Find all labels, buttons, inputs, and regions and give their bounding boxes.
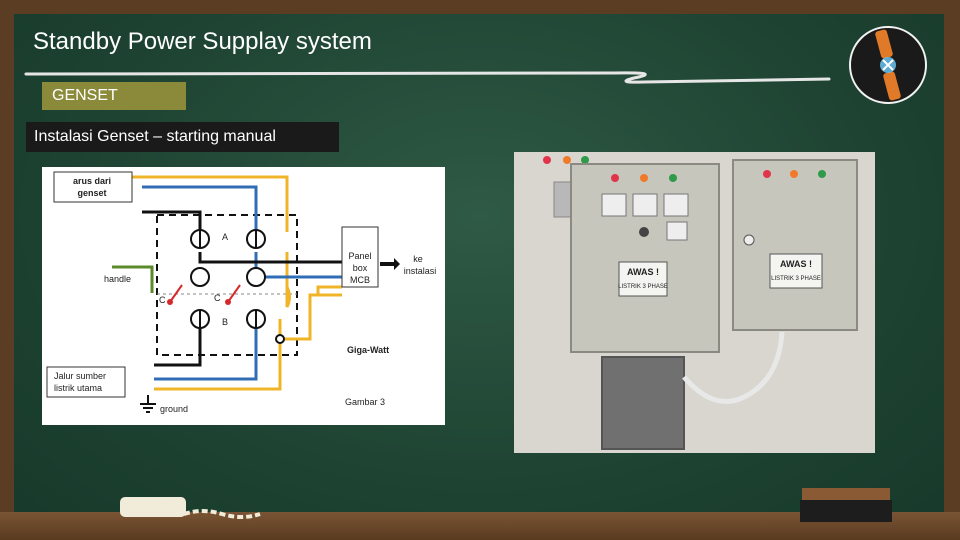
contact-c1 xyxy=(167,299,173,305)
switch-a-label: A xyxy=(222,232,228,242)
sign-left-title: AWAS ! xyxy=(627,267,659,277)
section-label: GENSET xyxy=(42,82,186,110)
switch-b-label: B xyxy=(222,317,228,327)
warning-sign-left xyxy=(618,261,668,297)
handle-label: handle xyxy=(104,274,131,284)
panel-photo: AWAS ! LISTRIK 3 PHASE AWAS ! LISTRIK 3 … xyxy=(514,152,875,453)
source-genset-line2: genset xyxy=(77,188,106,198)
panel-cabinet-right xyxy=(732,159,858,331)
figure-label: Gambar 3 xyxy=(345,397,385,407)
board-frame-right xyxy=(944,0,960,540)
to-install-line1: ke xyxy=(413,254,423,264)
sign-right-title: AWAS ! xyxy=(780,259,812,269)
board-frame-left xyxy=(0,0,14,540)
contact-c1-label: C xyxy=(159,295,166,305)
ground-label: ground xyxy=(160,404,188,414)
main-line2: listrik utama xyxy=(54,383,102,393)
panel-line1: Panel xyxy=(348,251,371,261)
sign-left-sub: LISTRIK 3 PHASE xyxy=(618,284,668,290)
to-install-line2: instalasi xyxy=(404,266,437,276)
blue-wire-top xyxy=(142,185,258,232)
switch-box xyxy=(156,214,298,356)
panel-line2: box xyxy=(353,263,368,273)
junction-box xyxy=(601,356,685,450)
main-line1: Jalur sumber xyxy=(54,371,106,381)
chalk-icon xyxy=(120,497,186,517)
warning-sign-right xyxy=(769,253,823,289)
contact-c2 xyxy=(225,299,231,305)
chalk-underline xyxy=(24,71,831,84)
panel-cabinet-left xyxy=(570,163,720,353)
sign-right-sub: LISTRIK 3 PHASE xyxy=(771,276,821,282)
handle-lever xyxy=(112,265,154,293)
black-wire-top xyxy=(142,210,202,232)
plug-logo-icon xyxy=(849,26,927,104)
panel-line3: MCB xyxy=(350,275,370,285)
chalk-dust xyxy=(183,509,261,519)
eraser-icon xyxy=(800,488,892,522)
yellow-wire-top xyxy=(142,175,289,232)
panel-box xyxy=(341,226,379,288)
main-source-box xyxy=(46,366,126,398)
contact-c2-label: C xyxy=(214,293,221,303)
brand-label: Giga-Watt xyxy=(347,345,389,355)
wiring-diagram: arus dari genset Panel box MCB ke instal… xyxy=(42,167,445,425)
slide-subtitle: Instalasi Genset – starting manual xyxy=(26,122,339,152)
slide-title: Standby Power Supplay system xyxy=(33,28,372,55)
source-genset-line1: arus dari xyxy=(73,176,111,186)
source-genset-box xyxy=(53,171,133,203)
board-frame-top xyxy=(0,0,960,14)
